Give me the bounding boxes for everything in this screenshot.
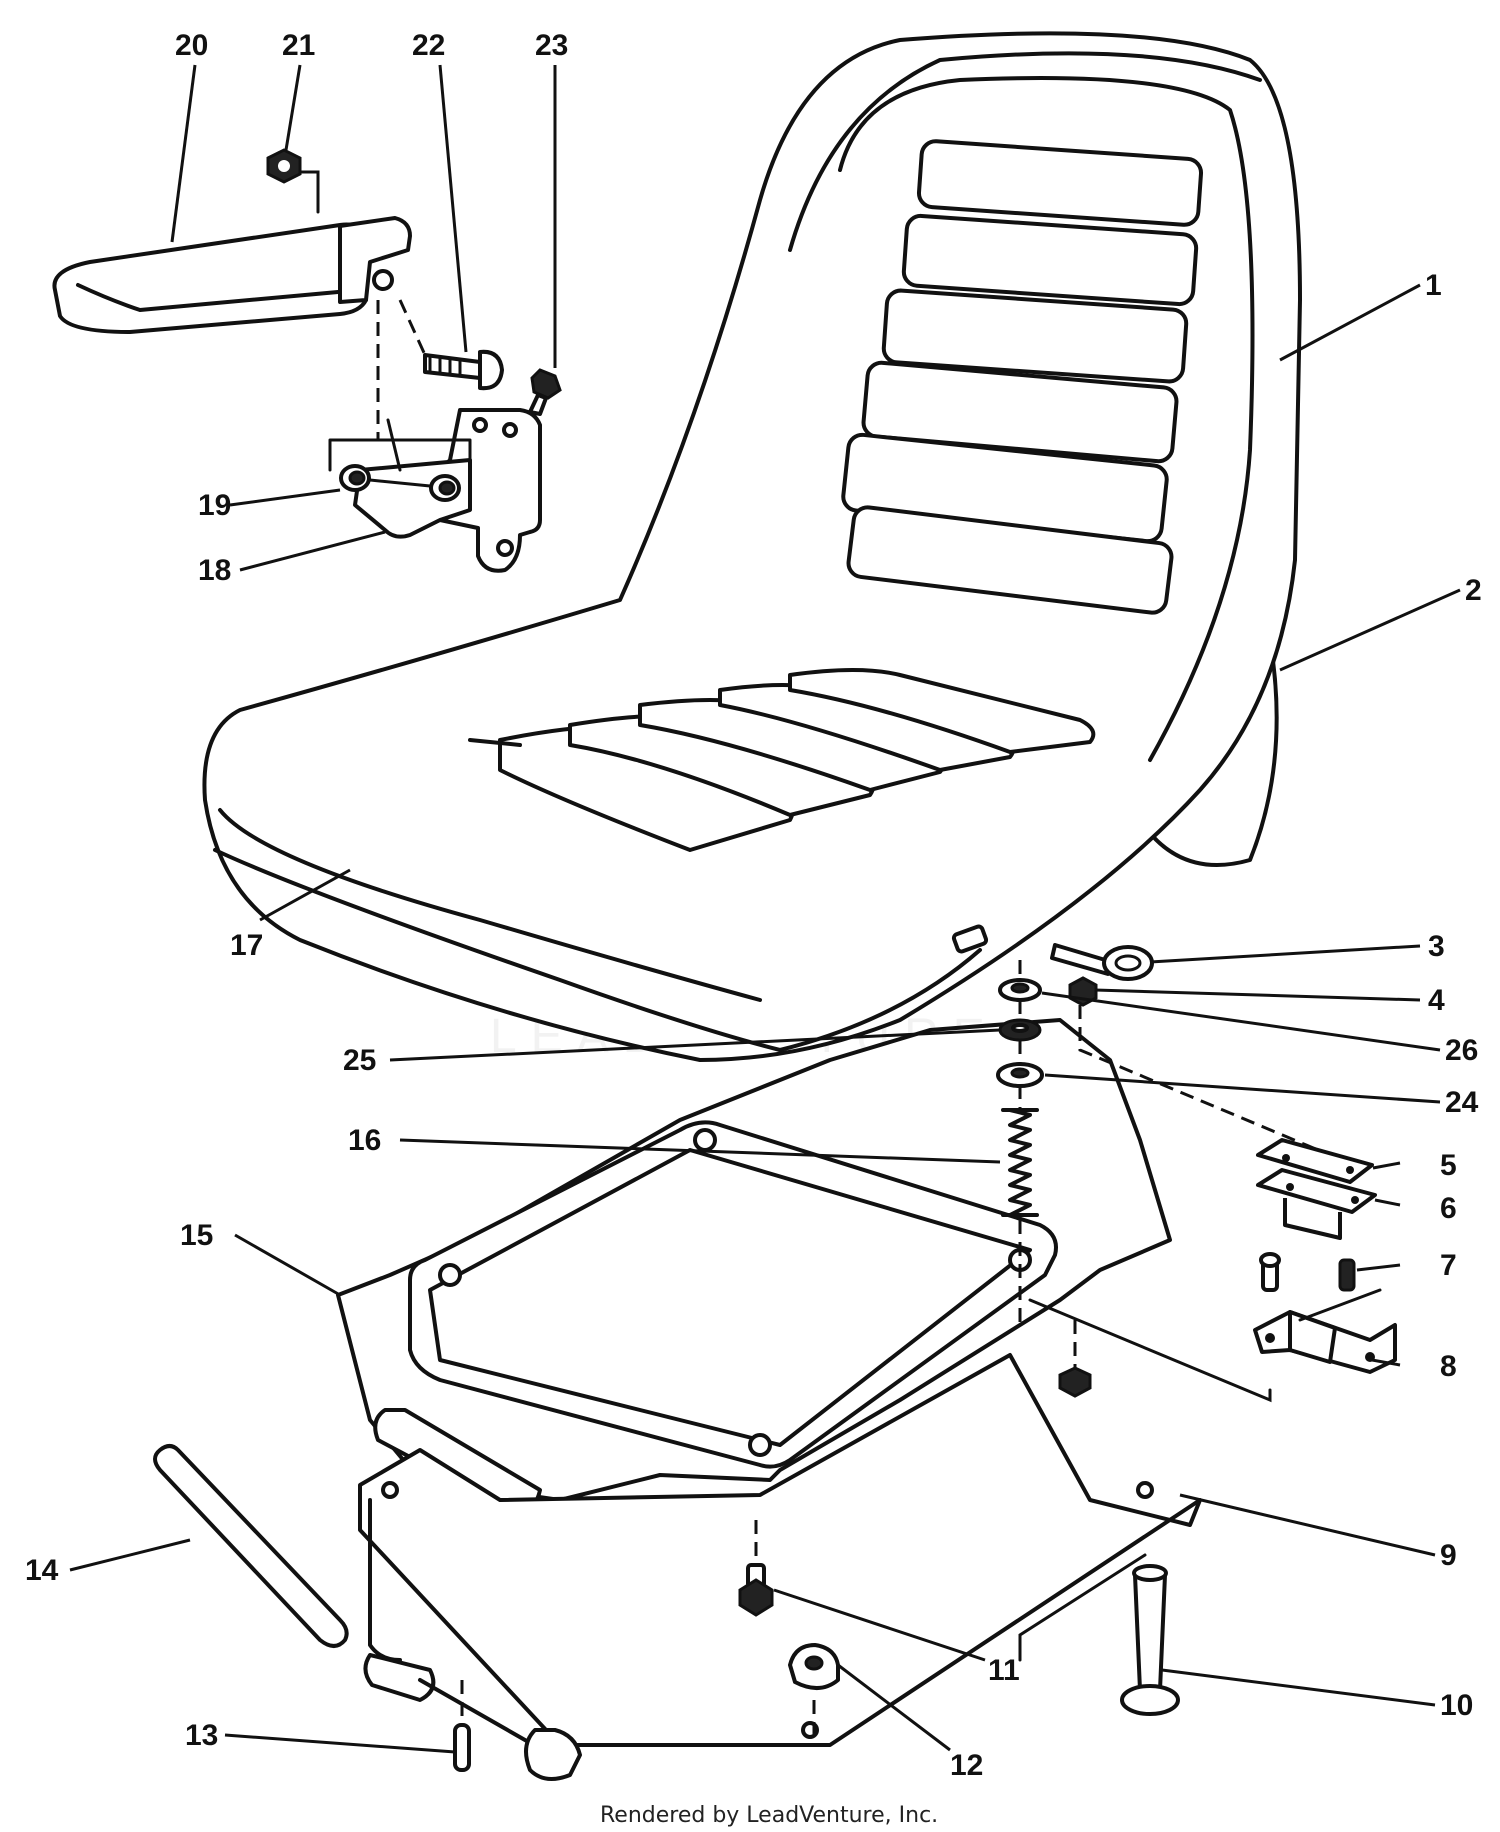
nut-underside	[1058, 1366, 1092, 1398]
label-19: 19	[198, 489, 231, 522]
seat-assembly	[202, 31, 1302, 1062]
label-3: 3	[1428, 930, 1445, 963]
label-12: 12	[950, 1749, 983, 1782]
nut-21	[266, 148, 302, 184]
label-23: 23	[535, 29, 568, 62]
bushings-19	[339, 464, 461, 502]
washer-26	[998, 978, 1042, 1002]
label-26: 26	[1445, 1034, 1478, 1067]
label-25: 25	[343, 1044, 376, 1077]
screws-7	[1259, 1252, 1356, 1292]
label-2: 2	[1465, 574, 1482, 607]
label-20: 20	[175, 29, 208, 62]
spring-16	[1001, 1108, 1039, 1217]
label-5: 5	[1440, 1149, 1457, 1182]
label-6: 6	[1440, 1192, 1457, 1225]
switch-6	[1256, 1168, 1377, 1240]
armrest-assembly	[52, 148, 562, 573]
washer-25	[998, 1018, 1042, 1042]
switch-and-spring-parts	[996, 943, 1397, 1403]
backrest-inner	[838, 76, 1255, 762]
label-24: 24	[1445, 1086, 1479, 1119]
leader-lines	[69, 64, 1461, 1754]
label-15: 15	[180, 1219, 213, 1252]
armrest-pad	[52, 222, 368, 334]
label-1: 1	[1425, 269, 1442, 302]
label-21: 21	[282, 29, 315, 62]
part-labels: 1 2 3 4 5 6 7 8 9 10 11 12 13 14 15 16 1…	[25, 29, 1482, 1782]
pin-14	[153, 1444, 349, 1648]
label-7: 7	[1440, 1249, 1457, 1282]
seat-base-assembly	[153, 1018, 1202, 1781]
render-credit: Rendered by LeadVenture, Inc.	[600, 1803, 938, 1828]
label-11: 11	[988, 1654, 1020, 1687]
label-13: 13	[185, 1719, 218, 1752]
bolt-22	[423, 349, 504, 391]
clevis-pin-3	[1050, 943, 1154, 981]
mounting-bracket	[438, 408, 542, 573]
label-22: 22	[412, 29, 445, 62]
seat-bottom-lip	[213, 848, 982, 1052]
label-8: 8	[1440, 1350, 1457, 1383]
label-14: 14	[25, 1554, 59, 1587]
label-16: 16	[348, 1124, 381, 1157]
pin-13	[453, 1723, 471, 1772]
washer-24	[996, 1062, 1044, 1088]
seat-front-roll	[218, 808, 762, 1002]
rail-tube-front	[524, 1728, 582, 1781]
backrest-edge	[788, 51, 1262, 252]
nut-12	[788, 1643, 840, 1690]
label-17: 17	[230, 929, 263, 962]
armrest-bracket	[338, 216, 412, 304]
screw-23	[528, 368, 562, 416]
label-18: 18	[198, 554, 231, 587]
label-9: 9	[1440, 1539, 1457, 1572]
slide-plate-9	[358, 1353, 1202, 1747]
switch-cover-5	[1256, 1138, 1374, 1184]
rail-tube	[363, 1653, 436, 1702]
switch-bracket-8	[1253, 1310, 1397, 1374]
seat-switch-tab	[951, 924, 989, 954]
backrest-ribs	[841, 139, 1204, 615]
label-10: 10	[1440, 1689, 1473, 1722]
seat-cushion-ribs	[498, 668, 1096, 852]
pin-10	[1120, 1564, 1180, 1716]
label-4: 4	[1428, 984, 1445, 1017]
